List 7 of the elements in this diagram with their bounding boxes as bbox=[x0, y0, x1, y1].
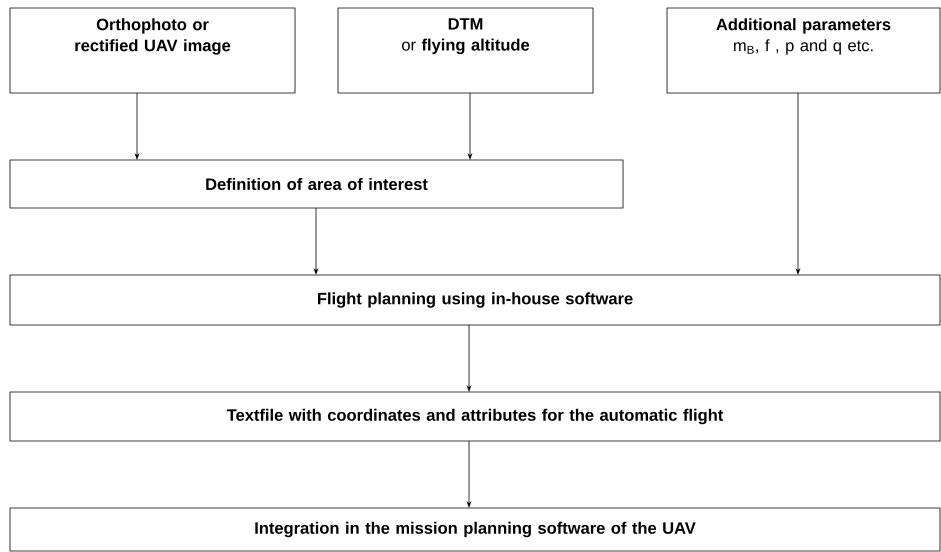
process-box: Orthophoto or rectified UAV image bbox=[10, 8, 296, 94]
process-box: Flight planning using in-house software bbox=[10, 274, 940, 326]
process-box: Textfile with coordinates and attributes for the automatic flight bbox=[10, 392, 940, 442]
process-box: DTM or flying altitude bbox=[338, 8, 594, 94]
process-box: Additional parameters m$_{B}$, f , p and q etc. bbox=[666, 8, 940, 94]
process-box: Integration in the mission planning software of the UAV bbox=[10, 508, 940, 552]
process-box: Definition of area of interest bbox=[10, 160, 624, 208]
